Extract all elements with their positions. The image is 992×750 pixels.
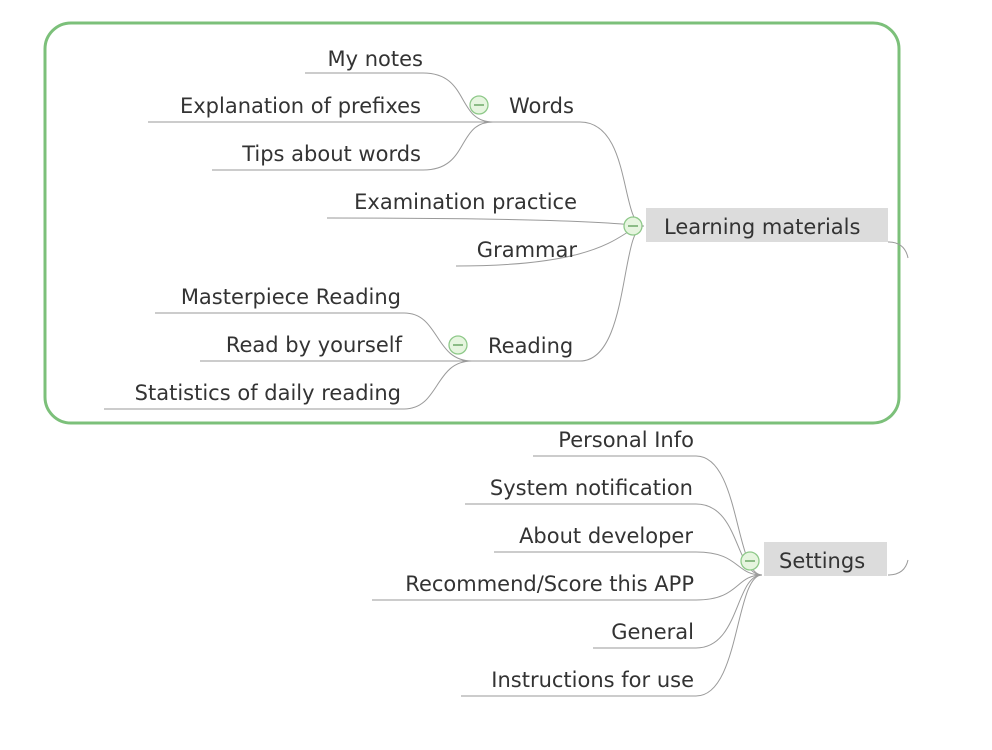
settings-item[interactable]: About developer [519, 524, 693, 548]
settings-item[interactable]: System notification [490, 476, 693, 500]
words-label: Words [509, 94, 574, 118]
learning-group-boundary [43, 21, 901, 425]
settings-node[interactable]: Settings [764, 542, 887, 576]
words-item[interactable]: Explanation of prefixes [180, 94, 421, 118]
words-node[interactable]: Words [509, 94, 574, 118]
learning-collapse-toggle[interactable] [623, 216, 643, 236]
settings-item[interactable]: General [611, 620, 694, 644]
reading-item[interactable]: Read by yourself [226, 333, 403, 357]
reading-item[interactable]: Masterpiece Reading [181, 285, 401, 309]
reading-item[interactable]: Statistics of daily reading [135, 381, 401, 405]
reading-label: Reading [488, 334, 573, 358]
settings-collapse-toggle[interactable] [740, 551, 760, 571]
settings-connectors [372, 455, 909, 697]
settings-item[interactable]: Instructions for use [491, 668, 694, 692]
reading-collapse-toggle[interactable] [448, 335, 468, 355]
grammar-node[interactable]: Grammar [477, 238, 578, 262]
learning-materials-node[interactable]: Learning materials [646, 208, 888, 242]
settings-item[interactable]: Recommend/Score this APP [405, 572, 694, 596]
reading-connectors [104, 312, 473, 410]
words-item[interactable]: My notes [328, 47, 423, 71]
examination-practice-node[interactable]: Examination practice [354, 190, 577, 214]
words-item[interactable]: Tips about words [241, 142, 421, 166]
words-collapse-toggle[interactable] [469, 95, 489, 115]
settings-item[interactable]: Personal Info [558, 428, 694, 452]
learning-materials-label: Learning materials [664, 215, 860, 239]
reading-node[interactable]: Reading [488, 334, 573, 358]
words-connectors [148, 72, 494, 171]
settings-label: Settings [779, 549, 865, 573]
